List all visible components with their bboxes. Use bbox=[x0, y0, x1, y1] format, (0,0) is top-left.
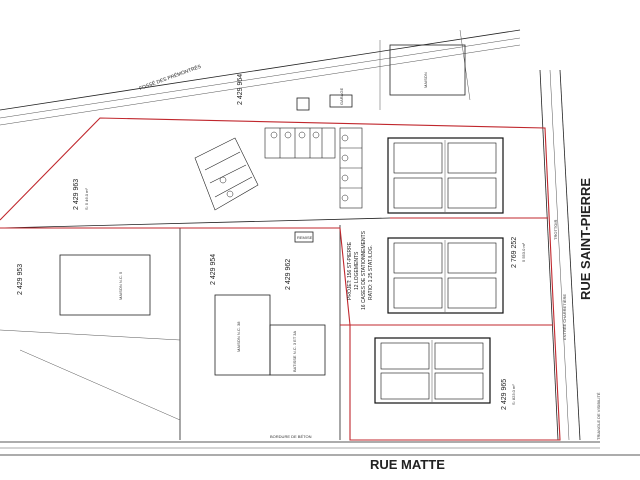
house-maison-5 bbox=[59, 254, 151, 316]
label-maison-38: MAISON N.C. 38 bbox=[236, 321, 241, 352]
svg-text:16 CASES DE STATIONNEMENTS: 16 CASES DE STATIONNEMENTS bbox=[361, 230, 367, 310]
svg-text:RATIO: 1.25 STAT./LOG.: RATIO: 1.25 STAT./LOG. bbox=[368, 245, 374, 300]
street-rue-matte: RUE MATTE bbox=[370, 457, 445, 472]
house-maison-top bbox=[389, 44, 466, 96]
road-lines bbox=[0, 29, 640, 456]
label-entree: ENTRÉE CHARRETIÈRE bbox=[562, 294, 567, 340]
lot-2429965-area: S: 823.0 m² bbox=[511, 384, 516, 405]
building-batisse bbox=[269, 324, 326, 376]
parking-area bbox=[194, 127, 363, 211]
label-maison-top: MAISON bbox=[423, 72, 428, 88]
lot-2429963-area: S: 5 46.0 m² bbox=[84, 188, 89, 210]
remise-mid bbox=[294, 231, 314, 243]
label-bordure: BORDURE DE BÉTON bbox=[270, 434, 312, 439]
lot-2429964: 2 429 964 bbox=[237, 74, 244, 105]
building-block-1 bbox=[387, 137, 504, 214]
lot-2769252: 2 769 252 bbox=[511, 237, 518, 268]
label-maison-5: MAISON N.C. 5 bbox=[118, 271, 123, 300]
property-boundary bbox=[0, 117, 561, 441]
lot-2429962: 2 429 962 bbox=[285, 259, 292, 290]
label-trottoir: TROTTOIR bbox=[553, 220, 558, 240]
street-rue-saint-pierre: RUE SAINT-PIERRE bbox=[578, 178, 593, 300]
building-block-3 bbox=[374, 337, 491, 404]
project-block: PROJET: 156 ST-PIERRE 12 LOGEMENTS 16 CA… bbox=[347, 230, 374, 310]
house-maison-38 bbox=[214, 294, 271, 376]
lot-2429953: 2 429 953 bbox=[17, 264, 24, 295]
svg-text:PROJET: 156 ST-PIERRE: PROJET: 156 ST-PIERRE bbox=[347, 241, 353, 300]
lot-2769252-area: 5 553.0 m² bbox=[521, 242, 526, 262]
label-batisse: BATISSE N.C. 3 ET 3A bbox=[292, 330, 297, 372]
label-garage: GARAGE bbox=[339, 88, 344, 105]
lot-2429965: 2 429 965 bbox=[501, 379, 508, 410]
remise-top bbox=[296, 97, 310, 111]
label-remise: REMISE bbox=[297, 235, 313, 240]
lot-2429954: 2 429 954 bbox=[210, 254, 217, 285]
garage bbox=[329, 94, 353, 108]
label-triangle: TRIANGLE DE VISIBILITÉ bbox=[596, 392, 601, 440]
lot-lines bbox=[0, 29, 471, 440]
building-block-2 bbox=[387, 237, 504, 314]
street-fosse: FOSSÉ DES PRÉMONTRÉS bbox=[138, 63, 202, 92]
lot-2429963: 2 429 963 bbox=[73, 179, 80, 210]
svg-text:12 LOGEMENTS: 12 LOGEMENTS bbox=[354, 251, 360, 290]
